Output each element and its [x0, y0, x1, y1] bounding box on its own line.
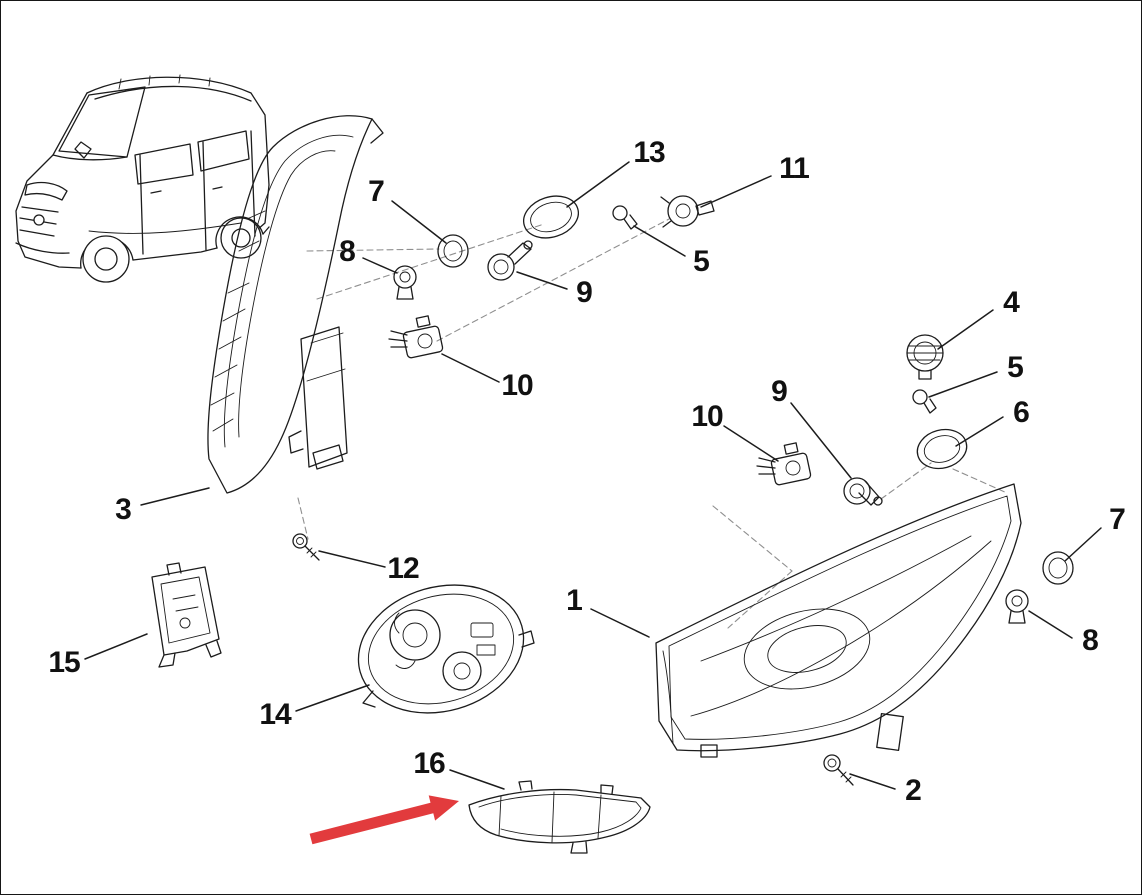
- mounting-bracket: [151, 562, 222, 668]
- bulb-connector-left: [388, 315, 444, 359]
- bulb-left: [393, 265, 417, 300]
- headlamp-assembly-right: [655, 483, 1022, 758]
- halogen-bulb-right: [843, 477, 883, 506]
- bulb-connector-right: [756, 442, 812, 486]
- lamp-back-module: [357, 584, 535, 714]
- wedge-bulb-right: [912, 389, 937, 414]
- brand-badge: [33, 214, 45, 226]
- explosion-guides: [297, 218, 1008, 629]
- headlamp-housing-left: [207, 115, 384, 494]
- halogen-bulb-left: [487, 240, 533, 281]
- round-cap-left: [437, 234, 469, 268]
- round-cap-right: [1042, 551, 1074, 585]
- lamp-bottom-bracket: [876, 712, 904, 752]
- seal-ring-right: [916, 428, 968, 470]
- housing-rear-bracket: [300, 326, 348, 468]
- daytime-running-lamp: [468, 780, 651, 854]
- vehicle-illustration: [15, 74, 270, 283]
- van-headlight: [24, 181, 68, 201]
- bulb-right: [1005, 589, 1029, 624]
- screw-left: [292, 533, 320, 561]
- bulb-holder: [660, 195, 715, 228]
- seal-ring: [523, 195, 579, 239]
- highlight-arrow-icon: [309, 795, 459, 845]
- leader-lines: [84, 161, 1102, 790]
- screw-right: [823, 754, 854, 786]
- ribbed-cap: [906, 334, 944, 380]
- side-mirror: [74, 141, 92, 159]
